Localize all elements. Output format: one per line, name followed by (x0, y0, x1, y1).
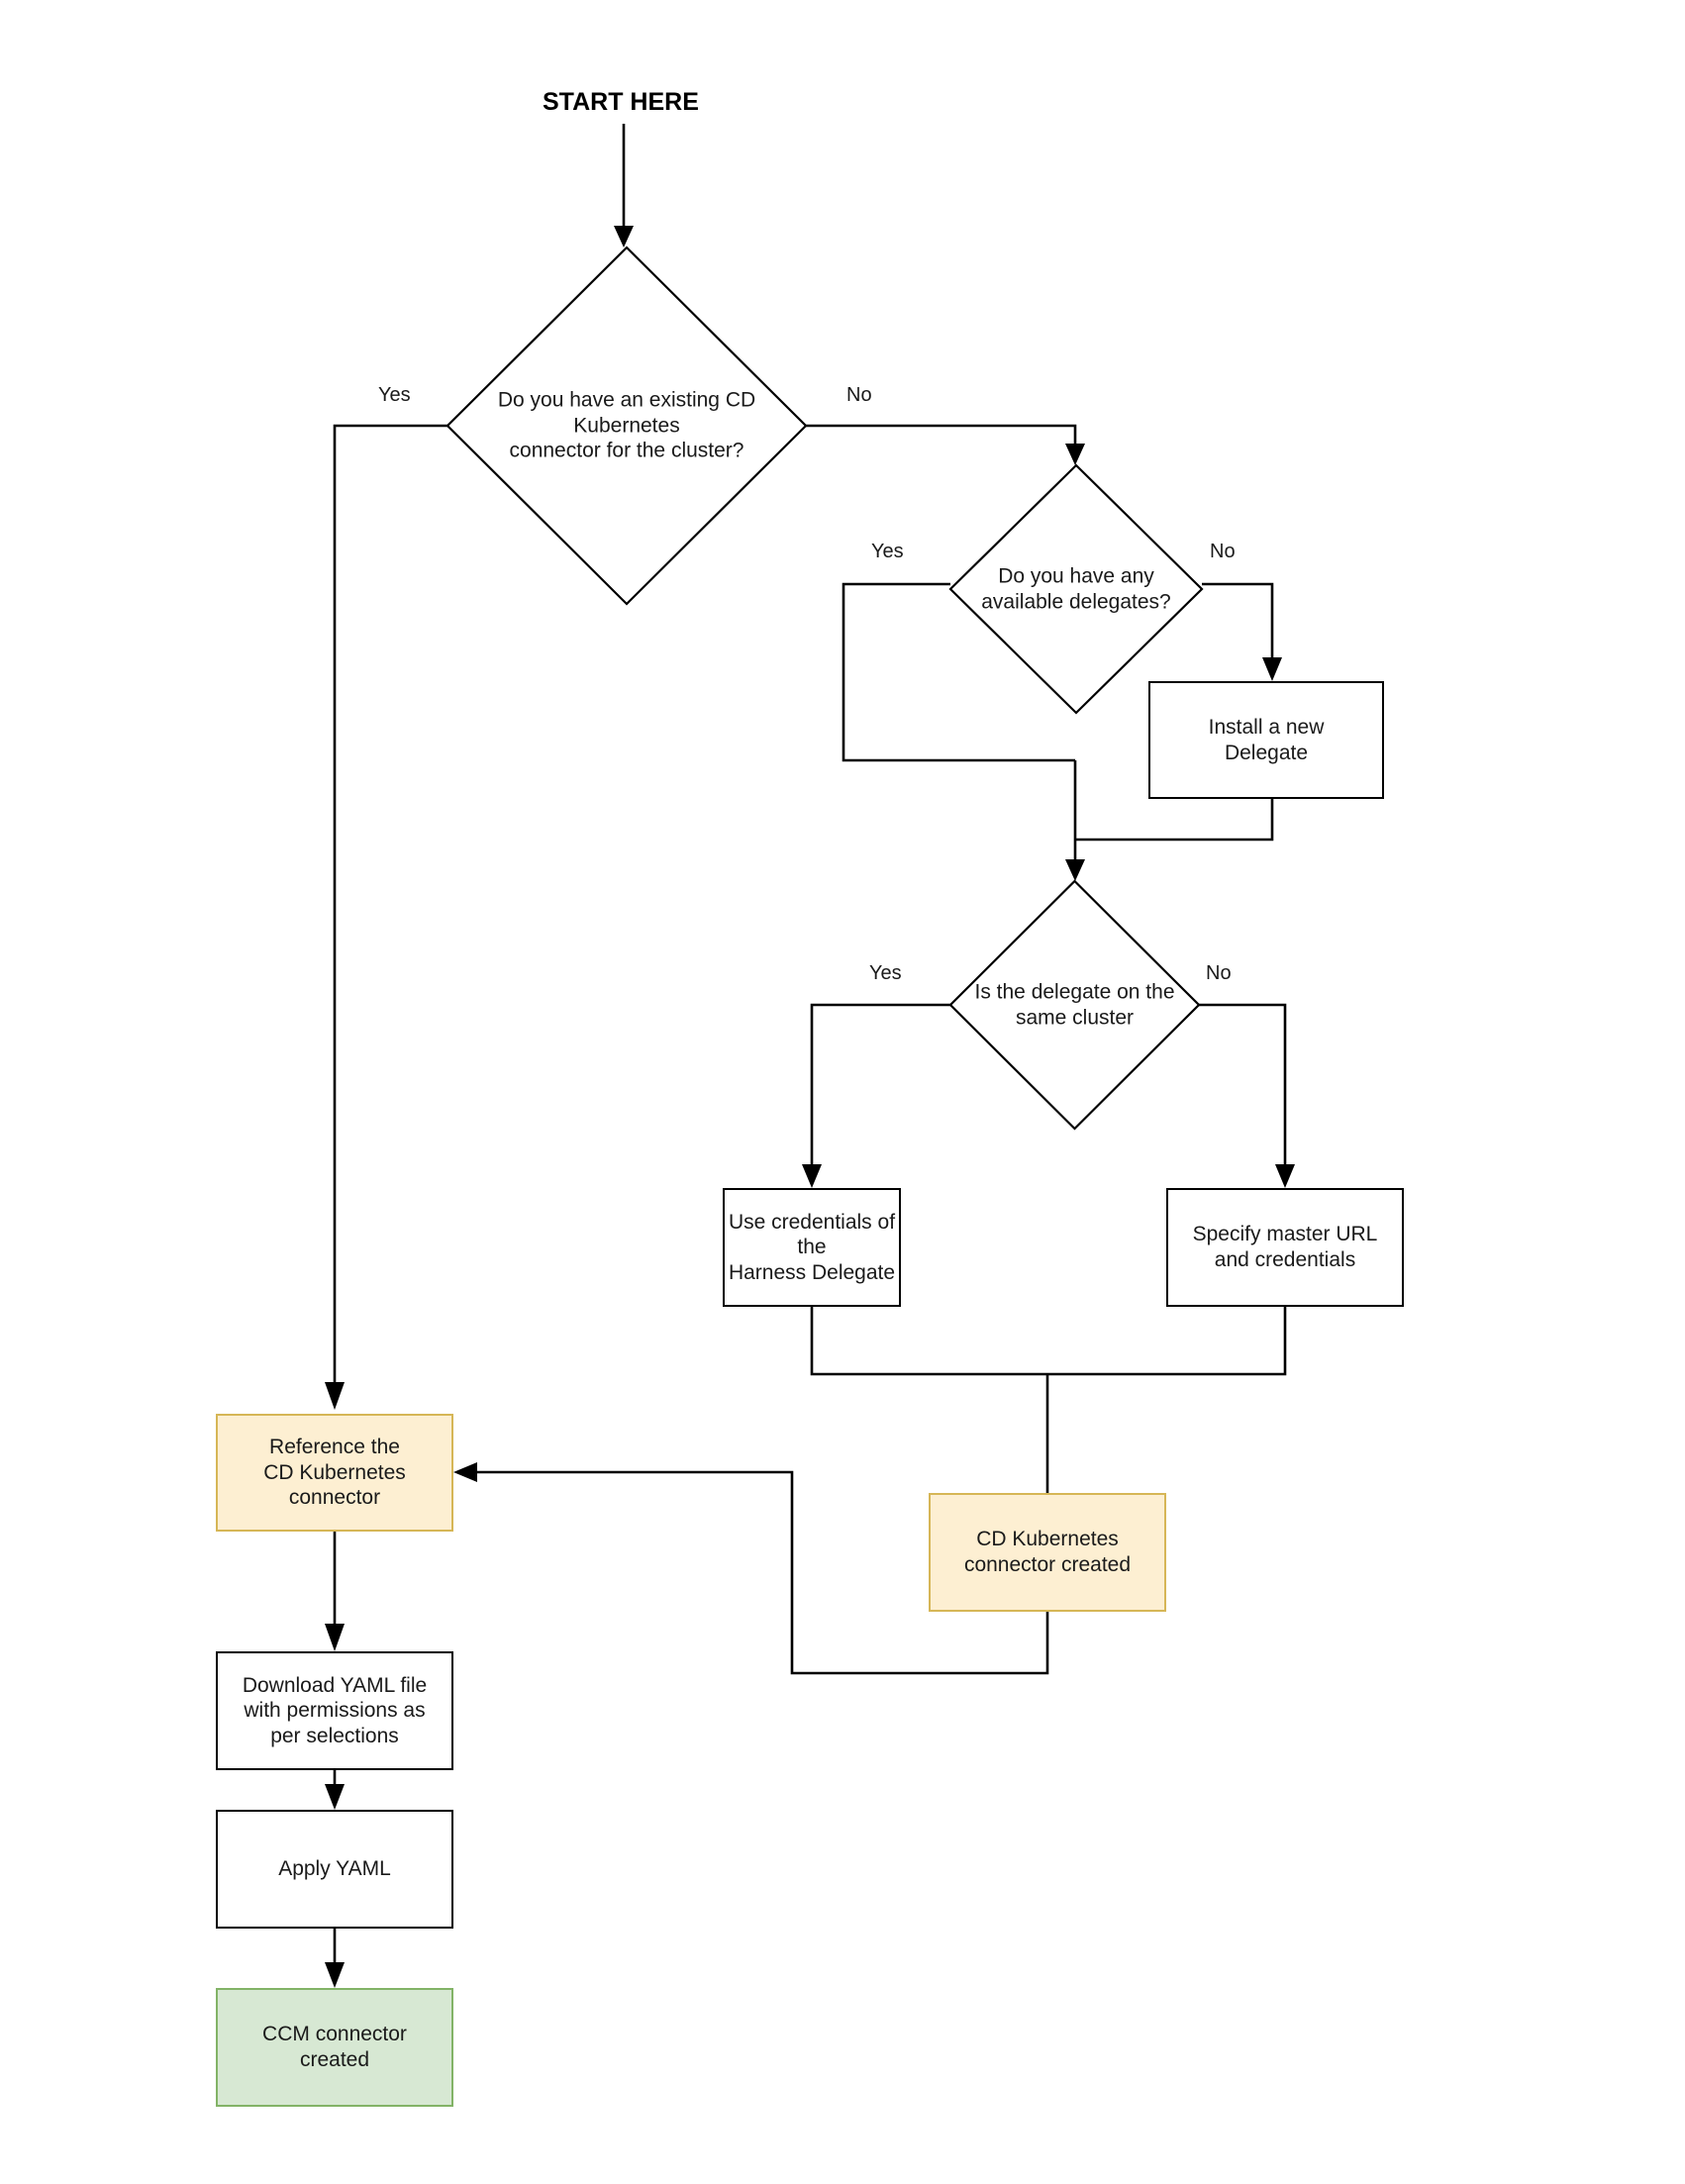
decision-available-delegates-label: Do you have any available delegates? (981, 564, 1171, 613)
process-download-yaml-label: Download YAML file with permissions as p… (242, 1673, 428, 1747)
arrowhead-use-credentials (802, 1164, 822, 1188)
wire-d3-no (1199, 1003, 1287, 1168)
decision-available-delegates[interactable]: Do you have any available delegates? (948, 463, 1204, 715)
process-reference-connector-label: Reference the CD Kubernetes connector (263, 1436, 406, 1510)
arrowhead-reference-left (453, 1462, 477, 1482)
decision-existing-connector-label: Do you have an existing CD Kubernetes co… (497, 388, 756, 462)
start-here-label: START HERE (543, 88, 699, 116)
wire-credentials-merge (810, 1307, 1287, 1376)
diamond-shape-available-delegates (948, 463, 1204, 715)
edge-label-d2-no: No (1210, 541, 1236, 562)
edge-label-d1-no: No (846, 384, 872, 406)
arrowhead-d2 (1065, 444, 1085, 465)
process-use-harness-credentials-label: Use credentials of the Harness Delegate (728, 1210, 896, 1284)
edge-label-d3-yes: Yes (869, 962, 902, 984)
process-cd-connector-created[interactable]: CD Kubernetes connector created (929, 1493, 1166, 1612)
wire-d2-no (1202, 582, 1274, 661)
wire-d1-yes (333, 424, 447, 1386)
process-apply-yaml-label: Apply YAML (278, 1857, 391, 1881)
decision-same-cluster-label: Is the delegate on the same cluster (974, 980, 1175, 1029)
arrowhead-d3 (1065, 859, 1085, 881)
arrowhead-ccm (325, 1962, 345, 1988)
process-ccm-connector-created-label: CCM connector created (262, 2023, 407, 2071)
arrowhead-install-delegate (1262, 657, 1282, 681)
arrowhead-reference (325, 1382, 345, 1410)
diamond-shape-same-cluster (948, 879, 1201, 1131)
wire-d3-yes (810, 1003, 950, 1168)
arrowhead-apply (325, 1784, 345, 1810)
decision-same-cluster[interactable]: Is the delegate on the same cluster (948, 879, 1201, 1131)
decision-existing-connector[interactable]: Do you have an existing CD Kubernetes co… (446, 246, 808, 606)
process-cd-connector-created-label: CD Kubernetes connector created (963, 1528, 1132, 1576)
process-install-delegate[interactable]: Install a new Delegate (1148, 681, 1384, 799)
edge-label-d2-yes: Yes (871, 541, 904, 562)
wire-install-delegate-merge (1075, 799, 1274, 842)
process-ccm-connector-created[interactable]: CCM connector created (216, 1988, 453, 2107)
process-use-harness-credentials[interactable]: Use credentials of the Harness Delegate (723, 1188, 901, 1307)
process-specify-master-url[interactable]: Specify master URL and credentials (1166, 1188, 1404, 1307)
process-reference-connector[interactable]: Reference the CD Kubernetes connector (216, 1414, 453, 1532)
edge-label-d1-yes: Yes (378, 384, 411, 406)
arrowhead-specify-url (1275, 1164, 1295, 1188)
arrowhead-d1 (614, 226, 634, 248)
process-install-delegate-label: Install a new Delegate (1208, 715, 1325, 764)
process-download-yaml[interactable]: Download YAML file with permissions as p… (216, 1651, 453, 1770)
diamond-shape-existing-connector (446, 246, 808, 606)
process-apply-yaml[interactable]: Apply YAML (216, 1810, 453, 1929)
edge-label-d3-no: No (1206, 962, 1232, 984)
wire-d1-no (805, 424, 1077, 447)
arrowhead-download (325, 1624, 345, 1651)
process-specify-master-url-label: Specify master URL and credentials (1192, 1223, 1378, 1271)
